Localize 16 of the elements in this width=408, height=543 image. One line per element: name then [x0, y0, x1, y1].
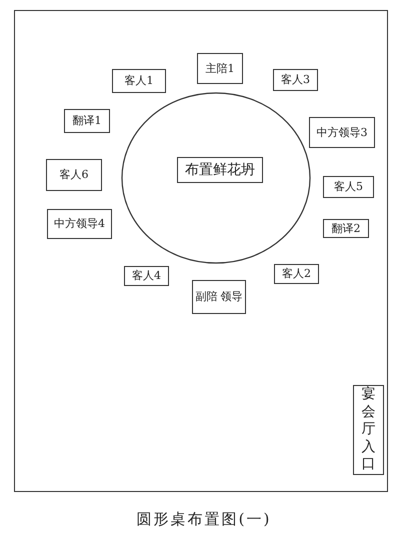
seat-card: 客人1: [112, 69, 166, 93]
seat-card: 客人3: [273, 69, 318, 91]
seat-card: 客人4: [124, 266, 169, 286]
seat-card: 副陪 领导: [192, 280, 246, 314]
seat-card: 中方领导3: [309, 117, 375, 148]
seat-card: 中方领导4: [47, 209, 112, 239]
room-outline: [14, 10, 388, 492]
seat-card: 客人2: [274, 264, 319, 284]
seat-card: 客人5: [323, 176, 374, 198]
seat-card: 主陪1: [197, 53, 243, 84]
caption: 圆形桌布置图(一): [136, 510, 272, 529]
seat-card: 翻译2: [323, 219, 369, 238]
seat-card: 客人6: [46, 159, 102, 191]
centerpiece-label: 布置鲜花坍: [177, 157, 263, 183]
seat-card: 翻译1: [64, 109, 110, 133]
entrance-label: 宴会厅入口: [353, 385, 384, 475]
